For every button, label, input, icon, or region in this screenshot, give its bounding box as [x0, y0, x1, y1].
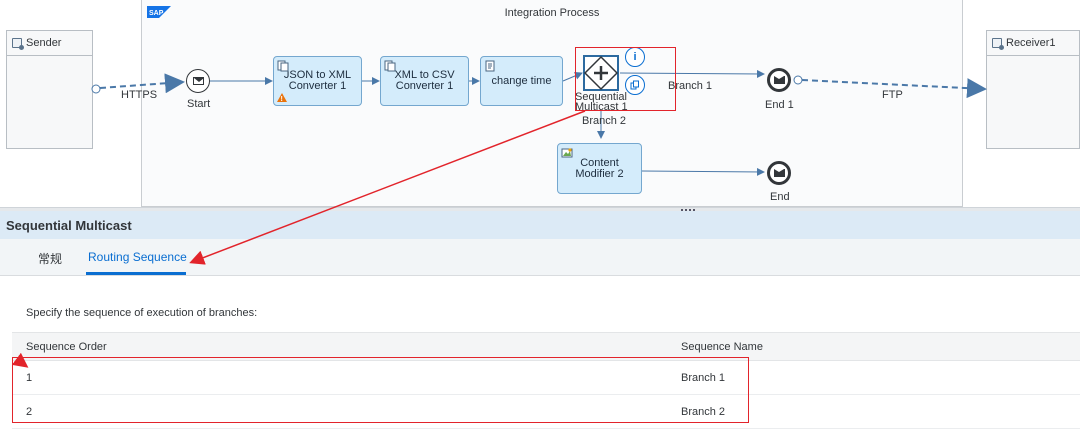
table-row[interactable]: 1 Branch 1 — [12, 361, 1080, 395]
sequential-multicast-gateway[interactable] — [583, 55, 619, 91]
receiver-participant[interactable]: Receiver1 — [986, 30, 1080, 149]
content-modifier-icon — [561, 148, 573, 158]
step-label: change time — [491, 74, 552, 87]
step-label: XML to CSV Converter 1 — [394, 69, 455, 92]
end1-label: End 1 — [765, 99, 794, 111]
envelope-icon — [773, 169, 785, 177]
sequence-name-cell: Branch 1 — [681, 372, 726, 384]
envelope-icon — [773, 76, 785, 84]
sequence-order-cell: 2 — [26, 406, 33, 418]
sender-channel-label: HTTPS — [121, 89, 158, 101]
tab-routing-sequence[interactable]: Routing Sequence — [88, 250, 187, 264]
routing-table-header: Sequence Order Sequence Name — [12, 332, 1080, 361]
routing-description: Specify the sequence of execution of bra… — [26, 307, 258, 319]
end-event-1[interactable] — [767, 68, 791, 92]
receiver-label: Receiver1 — [1006, 37, 1056, 49]
content-modifier-step[interactable]: Content Modifier 2 — [557, 143, 642, 194]
sequence-order-cell: 1 — [26, 372, 33, 384]
properties-panel-title: Sequential Multicast — [0, 211, 1080, 239]
json-to-xml-converter-step[interactable]: JSON to XML Converter 1 — [273, 56, 362, 106]
change-time-step[interactable]: change time — [480, 56, 563, 106]
copy-button[interactable] — [625, 75, 645, 95]
multicast-label: Sequential Multicast 1 — [575, 91, 628, 113]
sap-logo: SAP — [147, 6, 171, 18]
info-icon: i — [633, 51, 637, 63]
end-event-2[interactable] — [767, 161, 791, 185]
branch1-label: Branch 1 — [668, 80, 713, 92]
converter-icon — [384, 60, 396, 72]
sequence-name-cell: Branch 2 — [681, 406, 726, 418]
properties-tabbar: 常规 Routing Sequence — [0, 239, 1080, 276]
info-button[interactable]: i — [625, 47, 645, 67]
script-icon — [485, 60, 495, 72]
participant-icon — [992, 38, 1004, 50]
warning-icon — [277, 93, 287, 105]
splitter-grip-icon — [676, 208, 700, 211]
xml-to-csv-converter-step[interactable]: XML to CSV Converter 1 — [380, 56, 469, 106]
active-tab-indicator — [86, 272, 186, 275]
column-header-sequence-order[interactable]: Sequence Order — [26, 341, 107, 353]
converter-icon — [277, 60, 289, 72]
receiver-channel-label: FTP — [882, 89, 903, 101]
end2-label: End — [770, 191, 790, 203]
participant-icon — [12, 38, 24, 50]
svg-text:SAP: SAP — [149, 10, 164, 17]
sender-participant[interactable]: Sender — [6, 30, 93, 149]
pool-title: Integration Process — [504, 7, 600, 19]
column-header-sequence-name[interactable]: Sequence Name — [681, 341, 763, 353]
start-event[interactable] — [186, 69, 210, 93]
step-label: Content Modifier 2 — [575, 156, 624, 180]
start-label: Start — [187, 98, 211, 110]
integration-flow-canvas[interactable]: SAP Integration Process Sender Receiver1 — [0, 0, 1080, 210]
copy-icon — [630, 80, 639, 90]
sender-label: Sender — [26, 37, 62, 49]
table-row[interactable]: 2 Branch 2 — [12, 395, 1080, 429]
envelope-icon — [192, 77, 204, 85]
step-label: JSON to XML Converter 1 — [283, 69, 352, 92]
branch2-label: Branch 2 — [582, 115, 627, 127]
tab-general[interactable]: 常规 — [38, 252, 63, 266]
